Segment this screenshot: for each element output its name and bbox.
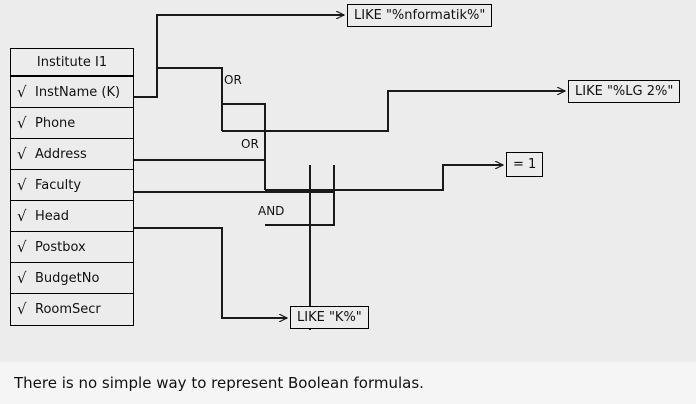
caption-band [0, 362, 696, 404]
entity-row-roomsecr[interactable]: √ RoomSecr [11, 294, 133, 325]
operator-label-or-1: OR [224, 73, 242, 87]
checkmark-icon[interactable]: √ [17, 237, 27, 256]
entity-field-label: RoomSecr [35, 302, 101, 317]
entity-row-head[interactable]: √ Head [11, 201, 133, 232]
edge-and-bracket [265, 165, 335, 226]
condition-box-informatik[interactable]: LIKE "%nformatik%" [347, 4, 493, 27]
checkmark-icon[interactable]: √ [17, 206, 27, 225]
entity-field-label: Postbox [35, 239, 86, 255]
entity-row-phone[interactable]: √ Phone [11, 108, 133, 139]
operator-label-or-2: OR [241, 137, 259, 151]
edge-or2-output [265, 165, 503, 191]
checkmark-icon[interactable]: √ [17, 175, 27, 194]
condition-box-k[interactable]: LIKE "K%" [290, 306, 369, 329]
edge-instname-to-informatik [134, 15, 344, 98]
entity-row-address[interactable]: √ Address [11, 139, 133, 170]
entity-field-label: Phone [35, 115, 76, 131]
entity-table-institute[interactable]: Institute I1 √ InstName (K) √ Phone √ Ad… [10, 48, 134, 326]
edge-head-to-k [134, 227, 287, 318]
operator-label-and-1: AND [258, 204, 285, 218]
entity-row-faculty[interactable]: √ Faculty [11, 170, 133, 201]
edge-or1-bracket [222, 103, 266, 190]
entity-row-budgetno[interactable]: √ BudgetNo [11, 263, 133, 294]
edge-or1-output [222, 91, 565, 132]
entity-row-postbox[interactable]: √ Postbox [11, 232, 133, 263]
caption-text: There is no simple way to represent Bool… [14, 374, 424, 392]
condition-box-eq1[interactable]: = 1 [506, 152, 544, 177]
entity-field-label: Head [35, 208, 69, 224]
checkmark-icon[interactable]: √ [17, 82, 27, 101]
entity-field-label: Address [35, 146, 87, 162]
entity-field-label: InstName (K) [35, 84, 121, 100]
entity-field-label: BudgetNo [35, 270, 100, 286]
condition-box-lg2[interactable]: LIKE "%LG 2%" [568, 80, 681, 103]
checkmark-icon[interactable]: √ [17, 144, 27, 163]
entity-title: Institute I1 [11, 49, 133, 77]
edge-instname-to-or1 [157, 67, 223, 131]
entity-field-label: Faculty [35, 177, 82, 193]
entity-row-instname[interactable]: √ InstName (K) [11, 77, 133, 108]
checkmark-icon[interactable]: √ [17, 268, 27, 287]
checkmark-icon[interactable]: √ [17, 113, 27, 132]
checkmark-icon[interactable]: √ [17, 300, 27, 318]
